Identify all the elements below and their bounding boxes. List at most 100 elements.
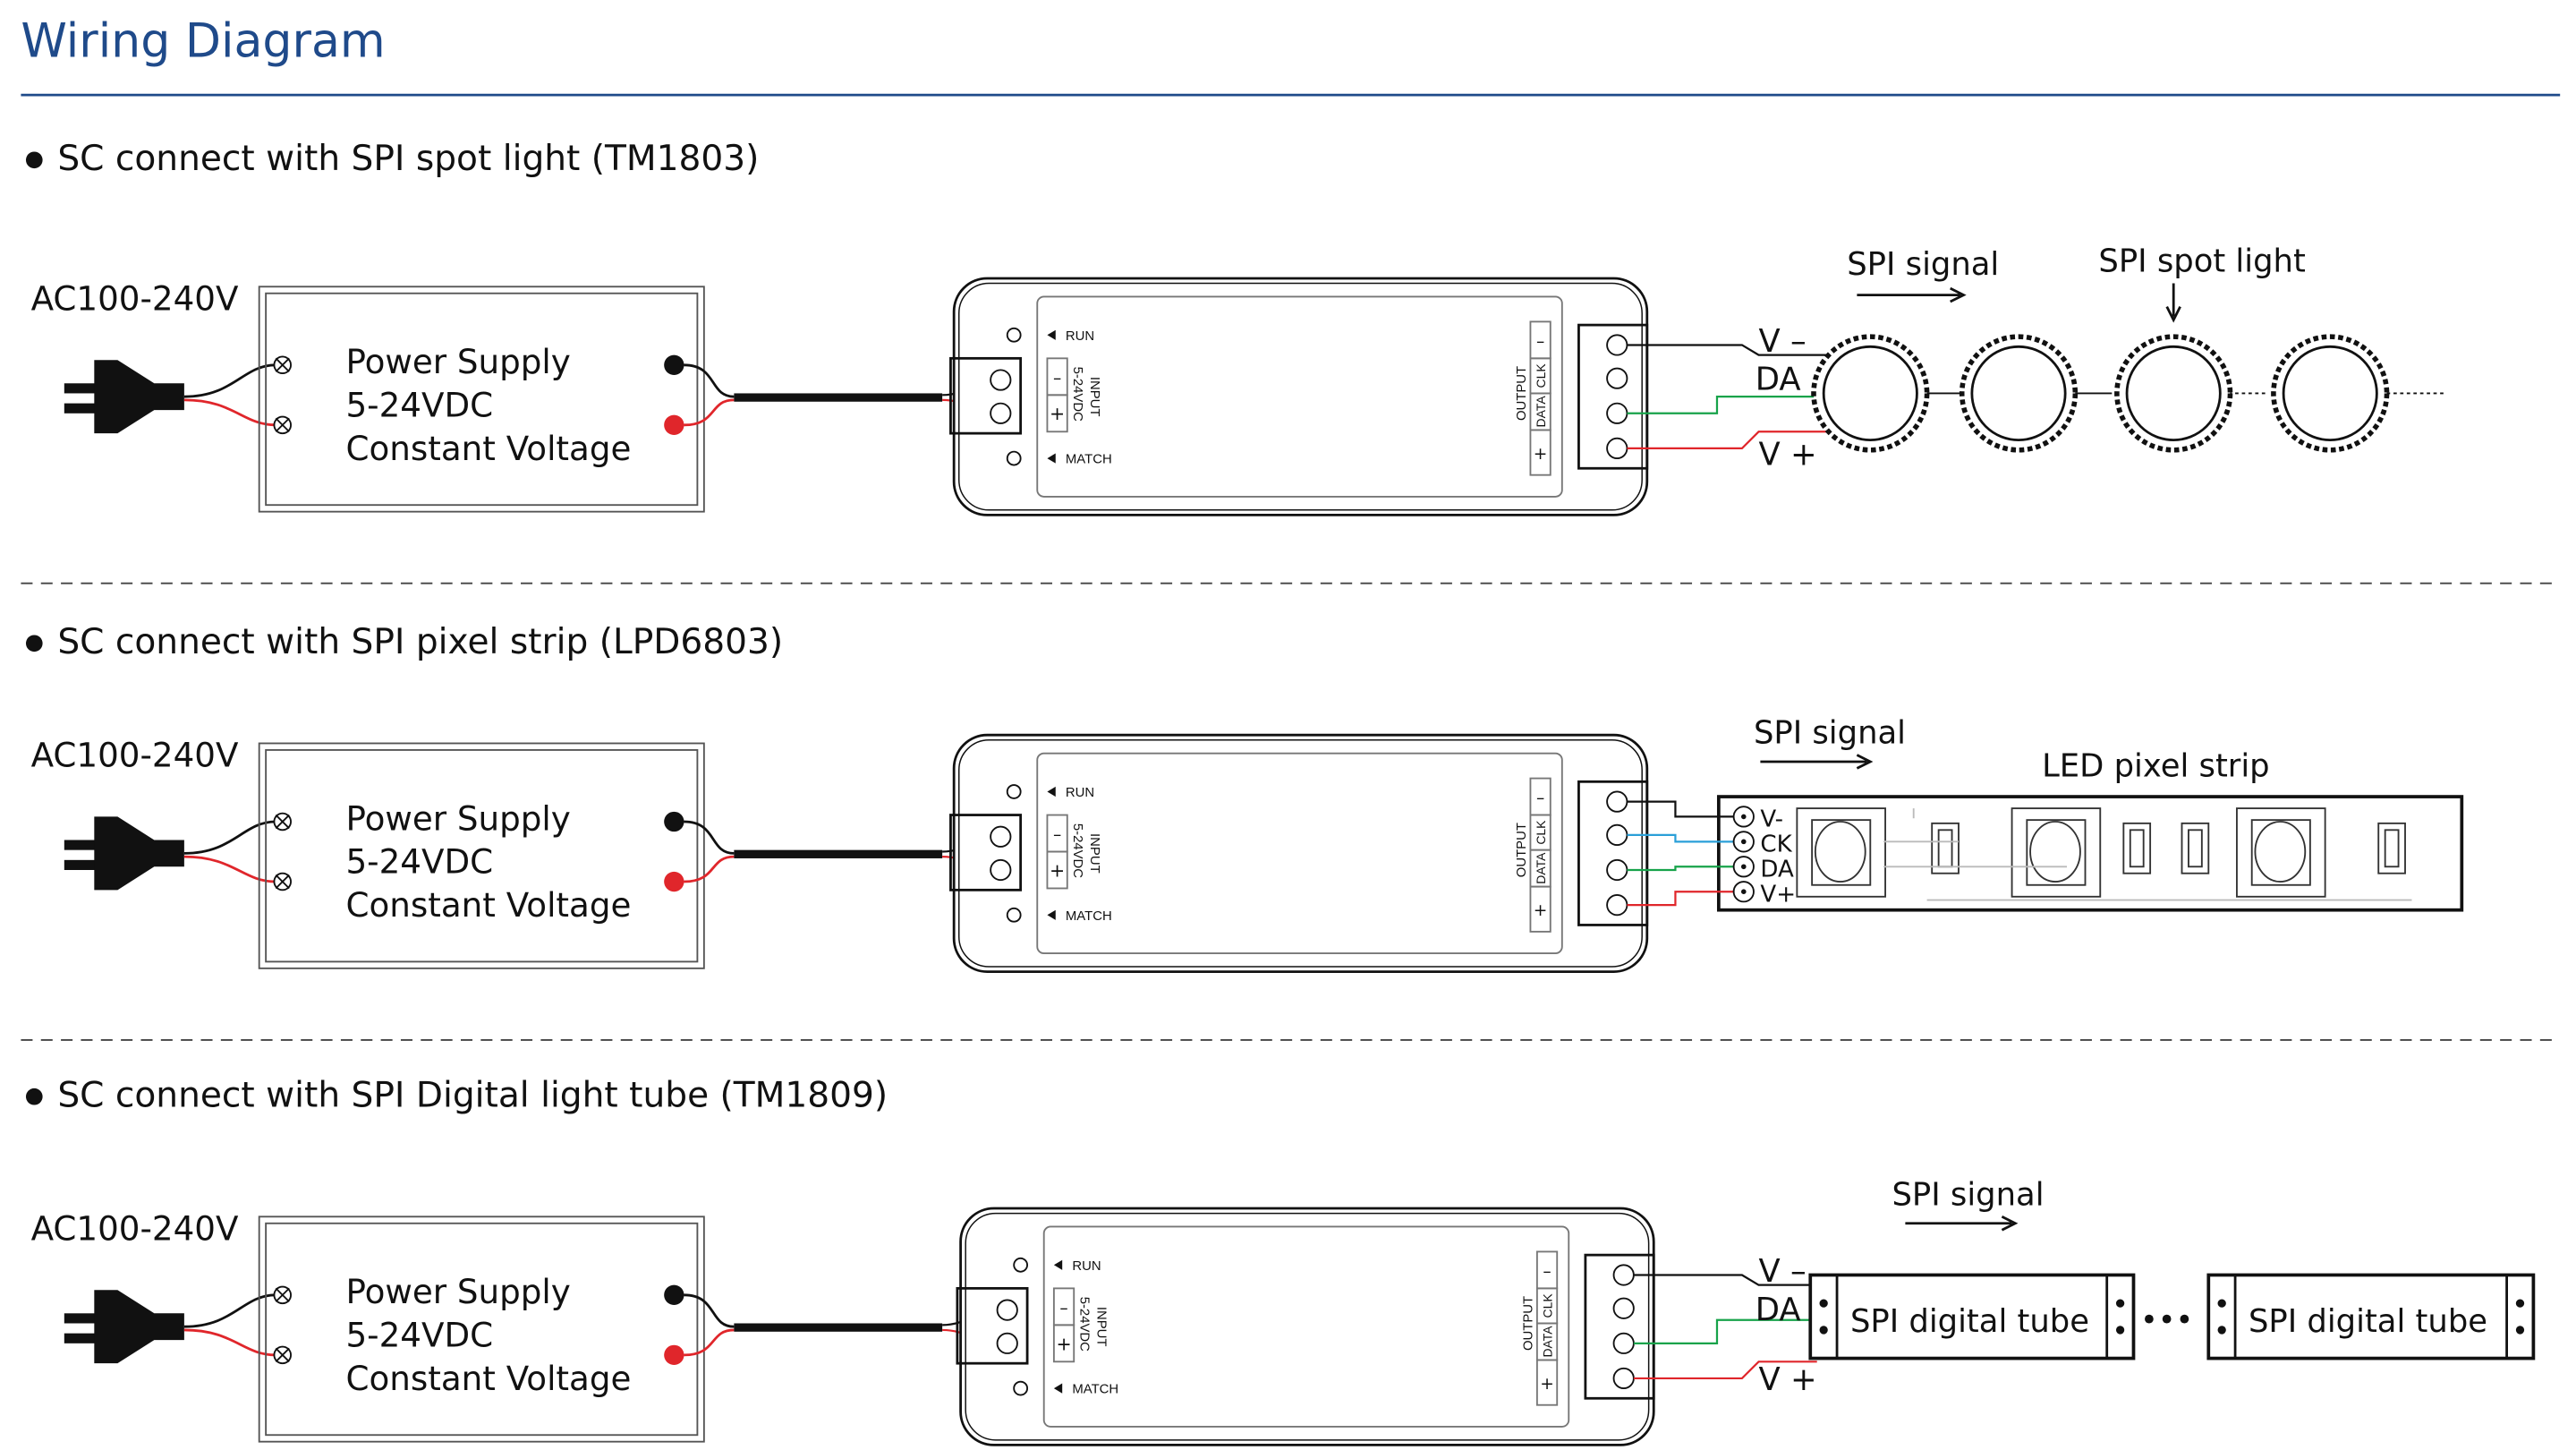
input-label: INPUT [1087,833,1101,874]
ac-wire-l [183,1293,276,1328]
wire-label-v-minus: V – [1759,1253,1807,1290]
strip-traces [1883,808,2412,901]
ac-wire-l [183,363,276,398]
led-chip-icon [1796,807,1886,898]
strip-wire [1627,800,1734,818]
run-label: RUN [1066,329,1094,344]
page-title: Wiring Diagram [21,14,385,68]
dc-positive-terminal [664,414,684,435]
input-voltage-label: 5-24VDC [1070,367,1084,422]
led-chip-icon [2236,807,2326,898]
arrow-down-icon [2165,283,2181,323]
pixel-strip-label: LED pixel strip [2042,748,2270,785]
section-spot: SC connect with SPI spot light (TM1803)A… [25,139,2447,516]
output-pin-label: – [1543,1262,1551,1281]
section-heading: SC connect with SPI pixel strip (LPD6803… [57,622,783,662]
resistor-icon [2122,822,2152,874]
controller-label-panel [1036,295,1563,498]
output-screw-terminal [1606,402,1628,424]
strip-wire [1627,891,1734,907]
spot-light-lens [2282,345,2378,441]
wire-label-v-plus: V + [1759,1361,1817,1398]
output-pin-label: – [1536,332,1544,351]
power-supply-box [258,1215,705,1443]
wire-v-plus [1633,1360,1817,1380]
arrow-left-icon [1047,909,1056,920]
output-pin-label: DATA [1534,852,1548,884]
tube-pin [1819,1326,1828,1335]
dc-wire [684,1328,735,1357]
power-supply-label: Power Supply [345,798,570,838]
input-minus-label: – [1053,369,1061,388]
output-terminal-block [1577,323,1649,470]
plug-pin [64,859,101,870]
led-chip-body [2250,819,2311,886]
strip-pad-label: DA [1760,856,1794,883]
power-supply-label: 5-24VDC [345,386,493,425]
ac-voltage-label: AC100-240V [31,1208,239,1248]
match-label: MATCH [1066,909,1112,924]
plug-icon [64,1290,184,1364]
input-screw-terminal [996,1299,1018,1321]
input-pin-box [1052,1324,1075,1363]
power-supply-label: Constant Voltage [345,885,631,925]
dc-wire [684,1293,735,1328]
plug-body [94,360,184,434]
output-pin-label: + [1534,445,1548,464]
section-strip: SC connect with SPI pixel strip (LPD6803… [25,622,2464,973]
section-tube: SC connect with SPI Digital light tube (… [25,1075,2536,1446]
tube-continuation-dots: ••• [2140,1302,2193,1337]
controller-label-panel [1042,1225,1570,1428]
resistor-body [2384,829,2400,868]
run-label: RUN [1072,1259,1101,1274]
match-button [1013,1380,1029,1396]
power-supply-label: 5-24VDC [345,1316,493,1355]
output-pin-box [1535,1359,1559,1406]
input-pin-box [1046,394,1068,433]
output-screw-terminal [1612,1367,1635,1390]
dc-negative-terminal [664,354,684,375]
controller-label-panel [1036,752,1563,955]
tube-pin [2217,1299,2226,1308]
input-screw-terminal [990,402,1012,424]
plug-pin [64,383,101,394]
plug-pin [64,1313,101,1324]
arrow-left-icon [1047,329,1056,340]
tube-pin [2217,1326,2226,1335]
run-led-indicator [1013,1257,1029,1273]
output-pin-box [1529,429,1552,476]
arrow-left-icon [1053,1383,1063,1394]
digital-tube-icon [1808,1273,2136,1360]
wire-v-minus [1633,1274,1817,1286]
wire-label-data: DA [1756,1292,1801,1328]
terminal-cross [275,874,290,890]
tube-pin [1819,1299,1828,1308]
strip-pad-dot [1740,889,1747,894]
ac-wire-n [183,855,276,883]
wire-data [1633,1318,1817,1344]
controller-housing-inner [957,739,1643,968]
resistor-icon [1931,822,1960,874]
resistor-body [2129,829,2145,868]
input-minus-label: – [1059,1299,1067,1318]
input-pin-box [1046,850,1068,890]
output-pin-box [1529,885,1552,933]
run-led-indicator [1006,784,1022,799]
power-supply-label: Constant Voltage [345,429,631,468]
resistor-icon [2377,822,2406,874]
wire-label-v-plus: V + [1759,437,1817,473]
tube-pin [2515,1299,2525,1308]
input-label: INPUT [1093,1307,1108,1347]
power-supply-label: Power Supply [345,342,570,381]
diagram-sections: SC connect with SPI spot light (TM1803)A… [25,139,2536,1446]
output-pin-label: CLK [1534,363,1548,388]
wire-v-plus [1627,431,1831,450]
spot-light-lens [2125,345,2222,441]
led-chip-icon [2011,807,2102,898]
terminal-cross [275,814,290,830]
output-screw-terminal [1612,1297,1635,1319]
power-supply-label: Power Supply [345,1272,570,1311]
spi-signal-label: SPI signal [1754,714,1906,751]
input-terminal-block [956,1286,1029,1365]
